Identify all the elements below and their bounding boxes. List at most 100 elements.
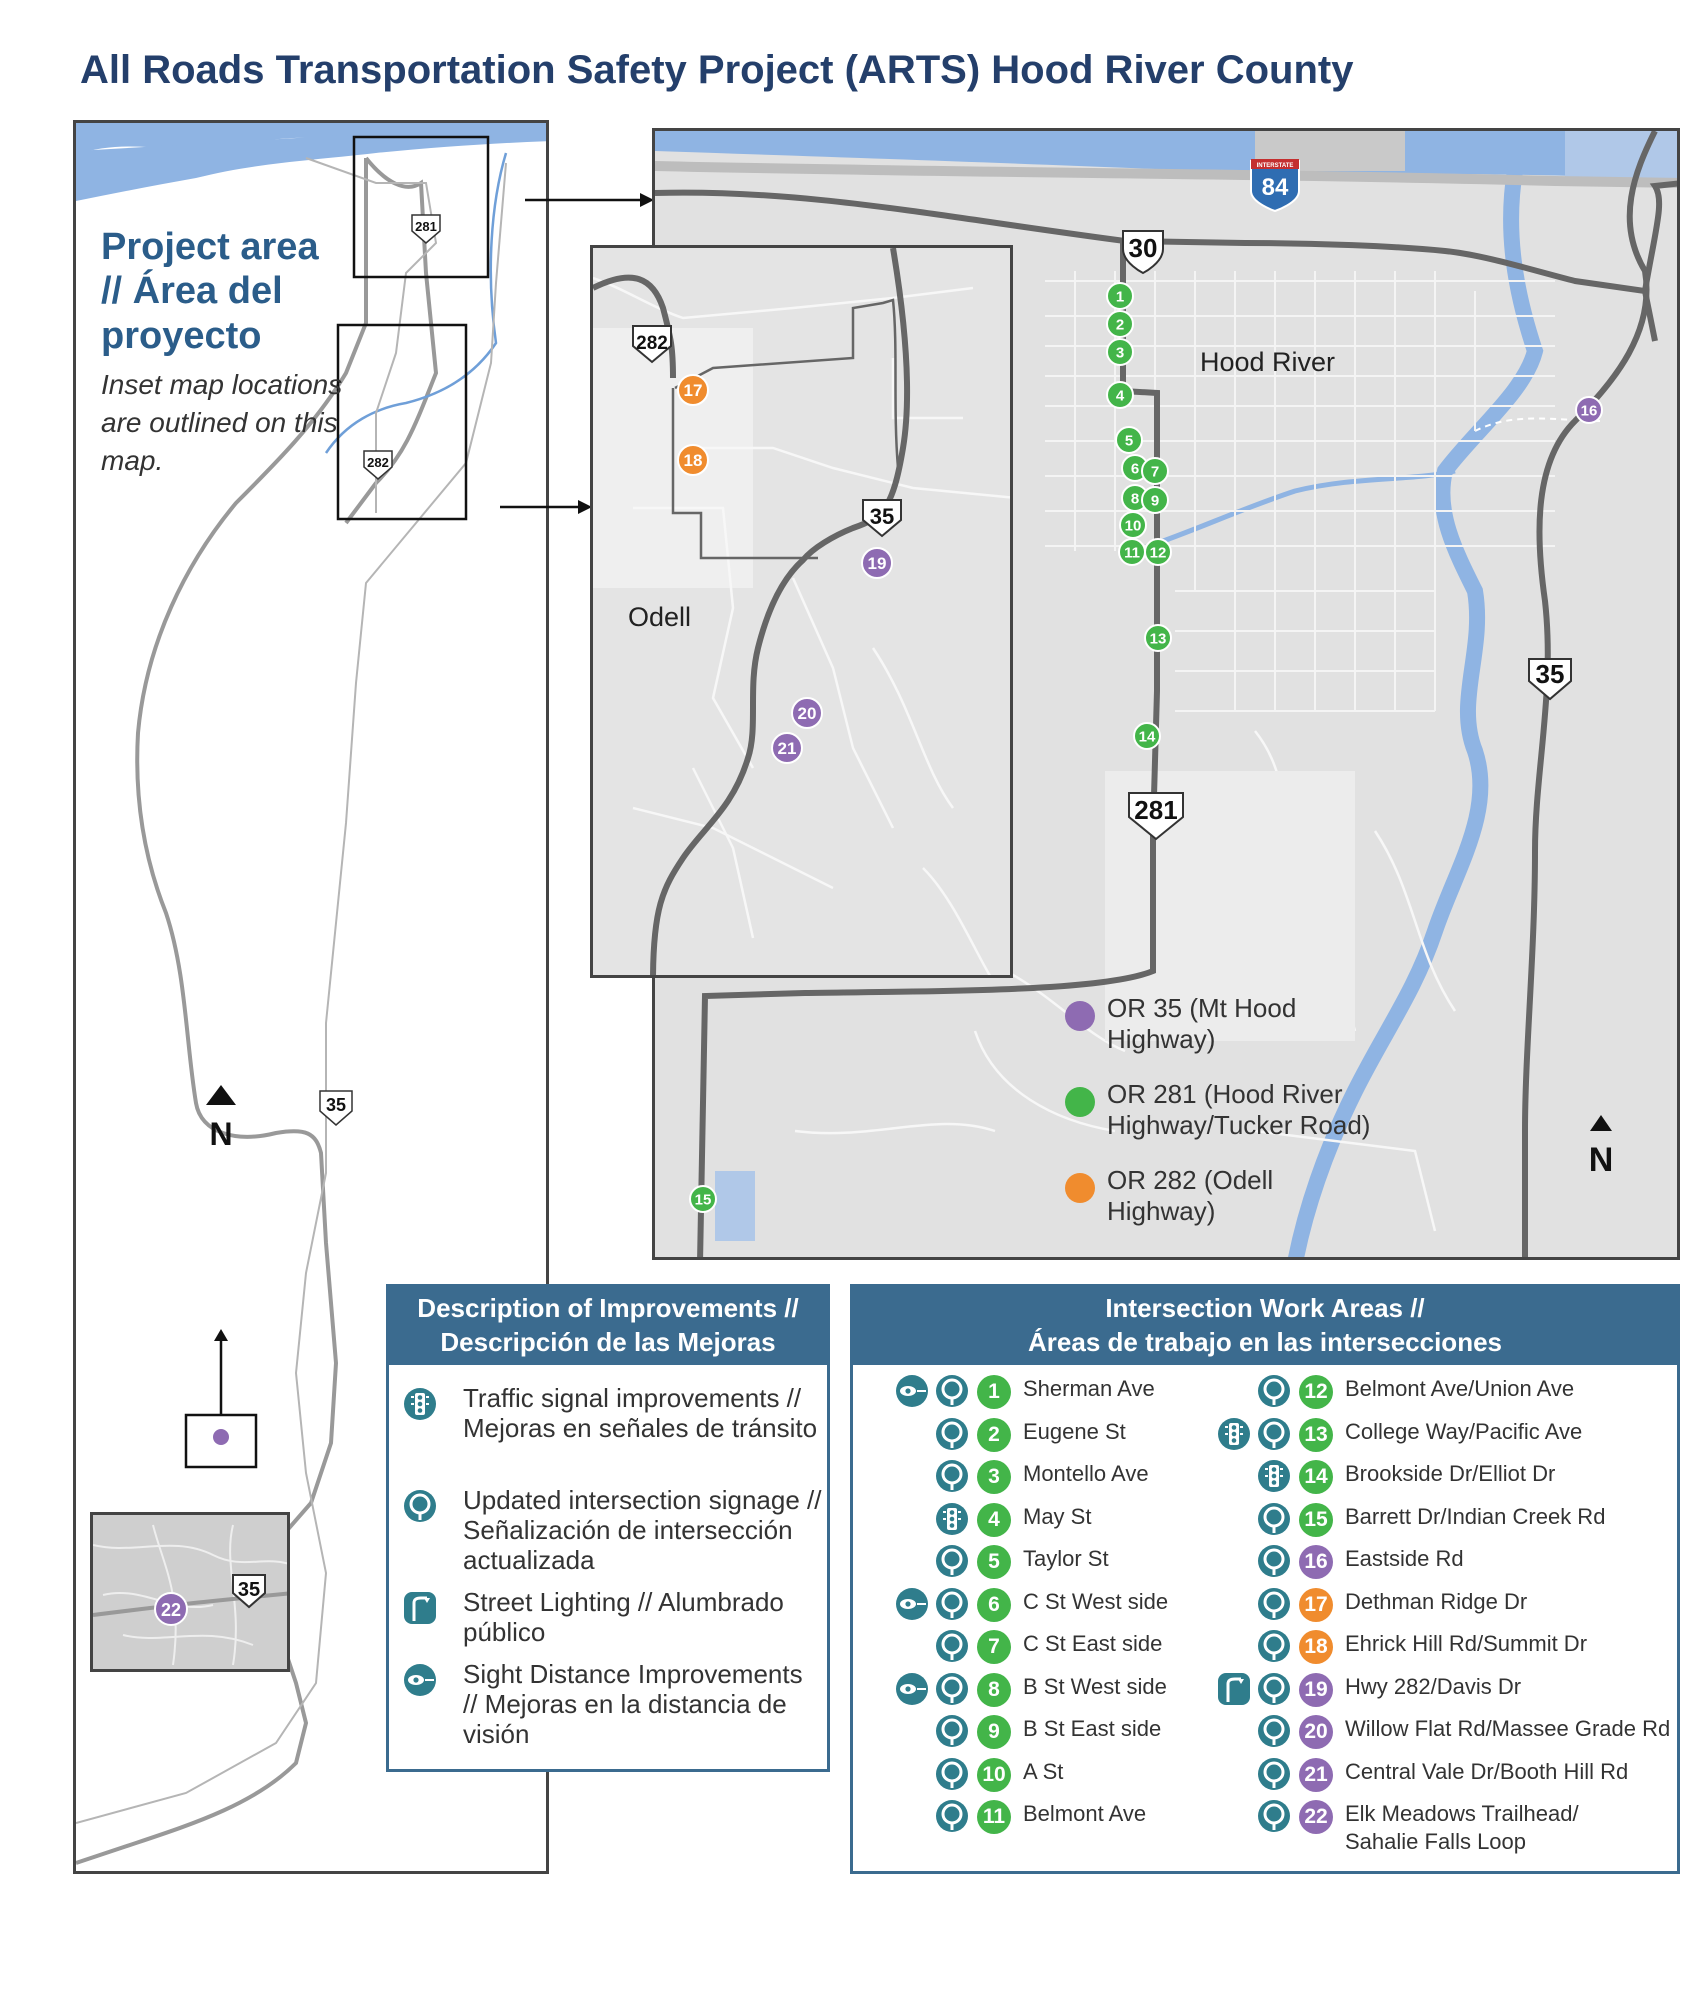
marker-label-21: 21 <box>778 739 797 758</box>
marker-13[interactable] <box>1144 624 1172 652</box>
shield-35-icon: 35 <box>862 499 902 538</box>
intersection-signage-icon <box>1257 1672 1291 1706</box>
marker-4[interactable] <box>1106 381 1134 409</box>
svg-text:35: 35 <box>870 504 894 529</box>
shield-30-icon: 30 <box>1122 230 1164 275</box>
intersection-label: C St East side <box>1023 1631 1163 1656</box>
intersection-signage-icon <box>1257 1374 1291 1408</box>
eastside-inset-map[interactable]: 35 22 <box>90 1512 290 1672</box>
route-color-dot <box>1065 1087 1095 1117</box>
marker-18[interactable] <box>677 444 709 476</box>
or-35 <box>1522 131 1658 1257</box>
traffic-signal-icon <box>403 1387 437 1421</box>
marker-7[interactable] <box>1141 457 1169 485</box>
intersection-number-badge: 19 <box>1299 1672 1333 1707</box>
shield-282-icon: 282 <box>632 325 672 364</box>
intersection-item-19: 19 Hwy 282/Davis Dr <box>1185 1669 1675 1709</box>
marker-17[interactable] <box>677 374 709 406</box>
marker-12[interactable] <box>1144 538 1172 566</box>
intersection-label: C St West side <box>1023 1588 1169 1614</box>
route-legend-item: OR 281 (Hood River Highway/Tucker Road) <box>1065 1079 1395 1165</box>
or-35 <box>650 248 911 975</box>
marker-1[interactable] <box>1106 282 1134 310</box>
marker-10[interactable] <box>1119 511 1147 539</box>
marker-9[interactable] <box>1141 486 1169 514</box>
intersection-signage-icon <box>1257 1714 1291 1748</box>
north-label: N <box>209 1116 232 1152</box>
marker-label-14: 14 <box>1139 728 1156 745</box>
intersection-signage-icon <box>935 1459 969 1493</box>
route-legend-item: OR 35 (Mt Hood Highway) <box>1065 993 1395 1079</box>
inset-outline-hood-river <box>352 135 490 279</box>
intersection-signage-icon <box>1257 1502 1291 1536</box>
route-legend-label: OR 281 (Hood River Highway/Tucker Road) <box>1107 1079 1371 1140</box>
intersection-signage-icon <box>1257 1799 1291 1833</box>
marker-label-10: 10 <box>1125 517 1142 534</box>
marker-15[interactable] <box>689 1185 717 1213</box>
intersection-signage-icon <box>1257 1587 1291 1621</box>
marker-21[interactable] <box>771 732 803 764</box>
marker-19[interactable] <box>861 547 893 579</box>
columbia-river <box>655 131 1677 181</box>
improvement-street-lighting: Street Lighting // Alumbrado público <box>403 1587 823 1647</box>
marker-14[interactable] <box>1133 722 1161 750</box>
intersection-number-badge: 17 <box>1299 1587 1333 1622</box>
intersection-label: Eastside Rd <box>1345 1546 1464 1571</box>
marker-label-8: 8 <box>1131 490 1139 507</box>
intersection-label: Belmont Ave/Union Ave <box>1345 1376 1575 1401</box>
intersection-label: B St West side <box>1023 1673 1167 1699</box>
creek-stream <box>1134 468 1456 554</box>
sight-distance-icon <box>895 1587 929 1621</box>
street-light-icon <box>403 1591 437 1625</box>
marker-22[interactable] <box>154 1592 188 1626</box>
marker-label-1: 1 <box>1116 288 1124 305</box>
marker-2[interactable] <box>1106 310 1134 338</box>
shield-84-icon: INTERSTATE 84 <box>1250 159 1300 213</box>
marker-label-6: 6 <box>1131 460 1139 477</box>
hood-river-water <box>1288 169 1544 1257</box>
marker-3[interactable] <box>1106 338 1134 366</box>
marker-20[interactable] <box>791 697 823 729</box>
inset-outline-odell <box>336 323 468 521</box>
intersection-label: Ehrick Hill Rd/Summit Dr <box>1345 1631 1588 1656</box>
marker-label-4: 4 <box>1116 387 1125 404</box>
intersection-number-badge: 20 <box>1299 1715 1333 1749</box>
intersection-number-badge: 22 <box>1299 1800 1333 1834</box>
county-boundary-east <box>344 156 439 525</box>
marker-16[interactable] <box>1575 396 1603 424</box>
odell-thin-road-south <box>671 388 818 560</box>
traffic-signal-icon <box>1217 1417 1251 1451</box>
hwy-281-line <box>305 157 438 513</box>
intersection-number-badge: 9 <box>977 1715 1011 1749</box>
sight-distance-icon <box>895 1672 929 1706</box>
marker-label-2: 2 <box>1116 316 1124 333</box>
intersection-signage-icon <box>935 1714 969 1748</box>
intersection-label: B St East side <box>1023 1716 1162 1741</box>
improvement-sight-distance: Sight Distance Improvements // Mejoras e… <box>403 1659 823 1749</box>
svg-text:INTERSTATE: INTERSTATE <box>1257 163 1294 169</box>
marker-label-18: 18 <box>684 451 703 470</box>
intersection-label: Hwy 282/Davis Dr <box>1345 1673 1522 1699</box>
street-light-icon <box>1217 1672 1251 1706</box>
intersection-label: Barrett Dr/Indian Creek Rd <box>1345 1503 1606 1529</box>
hood-river-label: Hood River <box>1200 347 1335 377</box>
marker-5[interactable] <box>1115 426 1143 454</box>
route-legend-label: OR 35 (Mt Hood Highway) <box>1107 993 1297 1054</box>
svg-text:35: 35 <box>238 1579 260 1601</box>
intersection-label: Montello Ave <box>1023 1461 1149 1486</box>
intersection-number-badge: 2 <box>977 1417 1011 1452</box>
marker-label-20: 20 <box>798 704 817 723</box>
